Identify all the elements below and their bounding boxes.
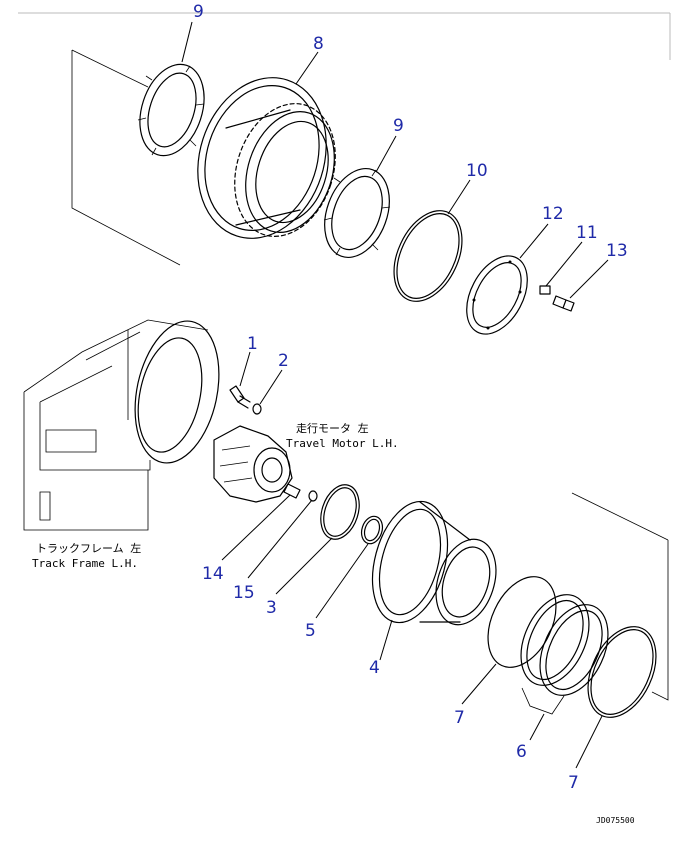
drawing-code: JD075500 (596, 816, 635, 825)
callout-14: 14 (202, 564, 224, 584)
part-7-right-ring (587, 626, 657, 718)
callout-7-left: 7 (454, 708, 465, 728)
part-12-retainer-plate (466, 255, 528, 335)
part-4-hub (371, 500, 497, 626)
travel-motor (213, 425, 293, 503)
upper-assembly-outline (71, 49, 181, 266)
callout-1: 1 (247, 334, 258, 354)
callout-11: 11 (576, 223, 598, 243)
part-13-bolt (552, 295, 575, 312)
leader-lines (181, 21, 609, 769)
track-frame (23, 319, 220, 531)
callout-2: 2 (278, 351, 289, 371)
part-15-o-ring (308, 490, 318, 502)
travel-motor-caption-jp: 走行モータ 左 (296, 422, 369, 435)
travel-motor-caption-en: Travel Motor L.H. (286, 437, 399, 450)
part-7-left-ring (487, 576, 557, 668)
callout-6: 6 (516, 742, 527, 762)
callout-5: 5 (305, 621, 316, 641)
lower-assembly-outline (571, 492, 669, 701)
part-2-washer (252, 403, 262, 415)
callout-9-middle: 9 (393, 116, 404, 136)
callout-7-right: 7 (568, 773, 579, 793)
part-11-lock-washer (539, 285, 551, 295)
part-5-ring (360, 515, 384, 545)
track-frame-caption-en: Track Frame L.H. (32, 557, 138, 570)
part-1-bolt (229, 385, 251, 409)
part-14-fitting (283, 483, 301, 499)
callout-9-upper: 9 (193, 2, 204, 22)
track-frame-caption-jp: トラックフレーム 左 (36, 542, 142, 555)
part-9-upper-ring (137, 63, 205, 157)
part-6-seal-pair (520, 594, 609, 715)
part-9-middle-ring (323, 167, 391, 259)
callout-10: 10 (466, 161, 488, 181)
part-3-o-ring (320, 484, 360, 540)
callout-13: 13 (606, 241, 628, 261)
callout-12: 12 (542, 204, 564, 224)
part-10-o-ring (393, 210, 463, 302)
callout-3: 3 (266, 598, 277, 618)
callout-15: 15 (233, 583, 255, 603)
callout-8: 8 (313, 34, 324, 54)
callout-4: 4 (369, 658, 380, 678)
part-8-sprocket (197, 77, 336, 239)
